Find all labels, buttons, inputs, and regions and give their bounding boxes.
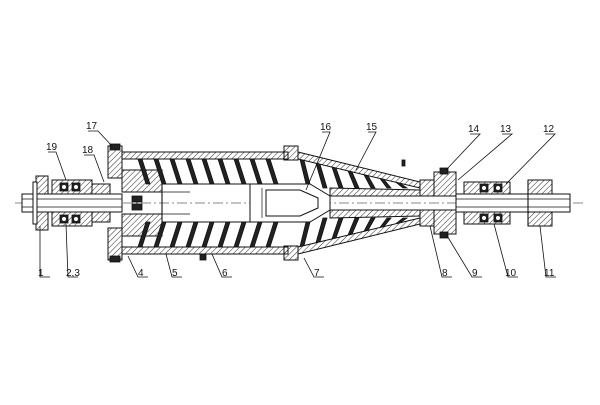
- screw-flight: [395, 181, 409, 189]
- screw-flight: [315, 162, 328, 189]
- label-6: 6: [222, 268, 228, 279]
- screw-flight: [249, 221, 263, 248]
- label-2-3: 2,3: [66, 268, 80, 279]
- screw-flight: [201, 221, 215, 248]
- screw-flights-bottom-cone: [299, 217, 409, 248]
- feed-chamber: [249, 183, 331, 223]
- label-7: 7: [314, 268, 320, 279]
- label-17: 17: [86, 121, 98, 132]
- label-15: 15: [366, 122, 378, 133]
- part-number-labels: 19 18 17 16 15 14 13 12 1 2,3 4 5 6 7 8 …: [38, 121, 555, 279]
- screw-flight: [137, 221, 151, 248]
- label-14: 14: [468, 124, 480, 135]
- screw-flight: [169, 158, 183, 185]
- screw-flight: [363, 174, 376, 189]
- left-bowl-hub: [107, 143, 190, 263]
- right-pulley: [527, 179, 553, 227]
- screw-flight: [249, 158, 263, 185]
- screw-flight: [137, 158, 151, 185]
- screw-flight: [201, 158, 215, 185]
- screw-flights-bottom-cylinder: [137, 221, 279, 248]
- label-5: 5: [172, 268, 178, 279]
- screw-flight: [331, 217, 344, 240]
- screw-flight: [169, 221, 183, 248]
- screw-flight: [265, 221, 279, 248]
- label-11: 11: [544, 268, 555, 279]
- screw-flight: [331, 166, 344, 189]
- screw-flight: [363, 217, 376, 232]
- right-bowl-hub: [401, 159, 457, 239]
- right-bearing-housing: [463, 181, 511, 225]
- label-12: 12: [543, 124, 555, 135]
- screw-flight: [379, 177, 392, 189]
- right-shaft: [455, 193, 571, 213]
- screw-flight: [217, 158, 231, 185]
- screw-flight: [153, 221, 167, 248]
- label-1: 1: [38, 268, 44, 279]
- label-8: 8: [442, 268, 448, 279]
- label-18: 18: [82, 145, 94, 156]
- screw-flight: [233, 221, 247, 248]
- screw-flight: [153, 158, 167, 185]
- screw-flight: [315, 217, 328, 244]
- left-hollow-shaft: [21, 193, 123, 213]
- screw-flight: [185, 158, 199, 185]
- label-16: 16: [320, 122, 332, 133]
- leader-lines: [39, 130, 556, 278]
- label-4: 4: [138, 268, 144, 279]
- screw-flight: [347, 170, 360, 189]
- label-13: 13: [500, 124, 512, 135]
- screw-flight: [265, 158, 279, 185]
- screw-flights-top-cone: [299, 158, 409, 189]
- label-10: 10: [505, 268, 517, 279]
- screw-flight: [379, 217, 392, 229]
- left-bearing-housing: [51, 179, 111, 227]
- screw-flight: [347, 217, 360, 236]
- label-19: 19: [46, 142, 58, 153]
- screw-flight: [217, 221, 231, 248]
- screw-flight: [233, 158, 247, 185]
- screw-flight: [185, 221, 199, 248]
- label-9: 9: [472, 268, 478, 279]
- screw-flights-top-cylinder: [137, 158, 279, 185]
- left-end-flange: [32, 175, 49, 231]
- screw-flight: [395, 217, 409, 225]
